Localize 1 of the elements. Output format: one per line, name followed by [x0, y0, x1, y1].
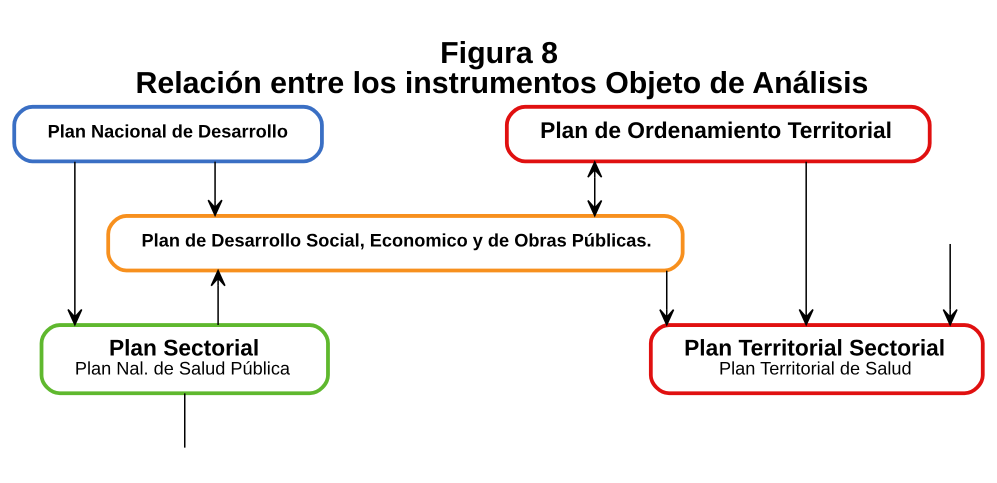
diagram-title: Figura 8 [440, 36, 558, 70]
